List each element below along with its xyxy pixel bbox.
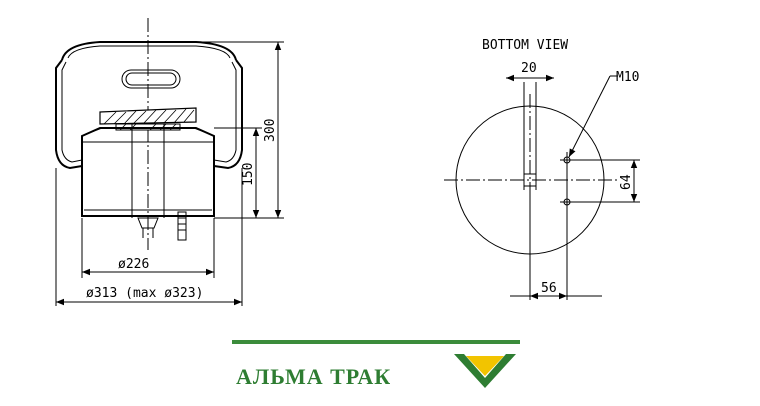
bottom-view: BOTTOM VIEW 20 M10 64 56: [444, 38, 640, 300]
bottom-view-title: BOTTOM VIEW: [482, 38, 568, 53]
company-logo: АЛЬМА ТРАК: [232, 340, 520, 396]
piston-body: [81, 127, 215, 217]
logo-chevron-icon: [454, 354, 516, 388]
mounting-plate: [99, 107, 197, 131]
top-slot: [121, 69, 181, 89]
bellow-right-profile: [213, 59, 243, 170]
logo-name: АЛЬМА ТРАК: [236, 364, 392, 389]
air-fitting: [137, 217, 159, 229]
side-view: 300 150 ø226 ø313 (max ø323): [55, 18, 284, 306]
hole-spacing-label: 64: [619, 174, 634, 190]
logo-bar: [232, 340, 520, 344]
stroke-label: 150: [241, 163, 256, 186]
top-plate: [61, 41, 237, 61]
piston-diameter-label: ø226: [118, 257, 149, 272]
bellow-diameter-label: ø313 (max ø323): [86, 286, 203, 301]
thread-label: M10: [616, 70, 639, 85]
height-label: 300: [263, 119, 278, 142]
thread-leader: [568, 75, 611, 158]
hole-offset-label: 56: [541, 281, 557, 296]
bellow-left-profile: [55, 59, 83, 170]
bottom-bolt: [177, 211, 187, 241]
slot-width-label: 20: [521, 61, 537, 76]
